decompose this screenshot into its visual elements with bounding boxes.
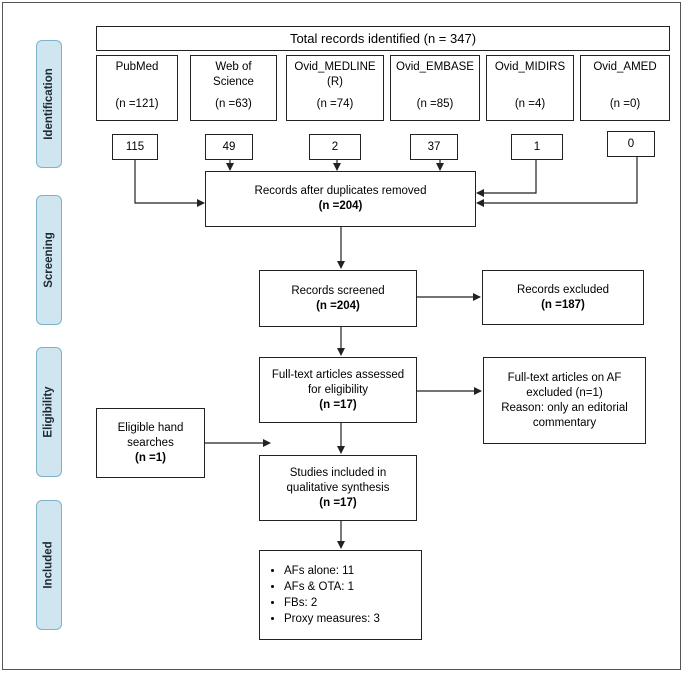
breakdown-box: AFs alone: 11 AFs & OTA: 1 FBs: 2 Proxy … [259,550,422,640]
kept-count-ovid-amed: 0 [607,131,655,157]
source-box-ovid-medline: Ovid_MEDLINE (R) (n =74) [286,55,384,121]
hand-search-label: Eligible hand [117,421,184,434]
source-name: Ovid_MIDIRS [494,61,566,73]
kept-count-pubmed: 115 [112,134,158,160]
kept-value: 0 [627,137,635,150]
stage-included: Included [36,500,62,630]
kept-value: 115 [125,140,145,153]
source-count: (n =63) [215,98,252,110]
source-count: (n =4) [514,98,546,110]
source-name: Ovid_AMED [593,61,657,73]
hand-search-box: Eligible hand searches (n =1) [96,408,205,478]
fulltext-excluded-label: excluded (n=1) [526,386,603,399]
kept-value: 2 [331,140,339,153]
total-label: Total records identified (n = 347) [289,31,477,46]
included-label: qualitative synthesis [286,481,390,494]
source-name: PubMed [115,61,159,73]
fulltext-excluded-reason: commentary [532,416,597,429]
breakdown-item: AFs & OTA: 1 [284,580,380,595]
source-box-ovid-embase: Ovid_EMBASE (n =85) [390,55,480,121]
fulltext-label: for eligibility [307,383,369,396]
fulltext-excluded-label: Full-text articles on AF [507,371,622,384]
breakdown-list: AFs alone: 11 AFs & OTA: 1 FBs: 2 Proxy … [270,563,380,628]
fulltext-box: Full-text articles assessed for eligibil… [259,357,417,423]
excluded-count: (n =187) [541,298,585,311]
kept-value: 49 [222,140,236,153]
stage-screening: Screening [36,195,62,325]
source-box-ovid-amed: Ovid_AMED (n =0) [580,55,670,121]
kept-count-web-of-science: 49 [205,134,253,160]
source-count: (n =0) [609,98,641,110]
source-box-ovid-midirs: Ovid_MIDIRS (n =4) [486,55,574,121]
source-count: (n =121) [115,98,159,110]
included-count: (n =17) [319,496,357,509]
screened-label: Records screened [291,284,385,297]
kept-value: 1 [533,140,541,153]
fulltext-count: (n =17) [319,398,357,411]
dedup-count: (n =204) [318,200,363,212]
stage-eligibility: Eligibility [36,347,62,477]
breakdown-item: Proxy measures: 3 [284,612,380,627]
screened-count: (n =204) [316,299,360,312]
hand-search-label: searches [127,436,174,449]
hand-search-count: (n =1) [135,451,166,464]
screened-box: Records screened (n =204) [259,270,417,327]
stage-identification: Identification [36,40,62,168]
source-count: (n =74) [316,98,354,110]
kept-count-ovid-medline: 2 [309,134,361,160]
fulltext-excluded-box: Full-text articles on AF excluded (n=1) … [483,357,646,444]
source-box-web-of-science: Web of Science (n =63) [190,55,277,121]
excluded-box: Records excluded (n =187) [482,270,644,325]
breakdown-item: FBs: 2 [284,596,380,611]
included-label: Studies included in [289,466,387,479]
breakdown-item: AFs alone: 11 [284,564,380,579]
source-name: Ovid_EMBASE [396,61,474,73]
kept-count-ovid-midirs: 1 [511,134,563,160]
source-count: (n =85) [416,98,454,110]
kept-value: 37 [427,140,441,153]
source-box-pubmed: PubMed (n =121) [96,55,178,121]
excluded-label: Records excluded [516,283,610,296]
dedup-box: Records after duplicates removed (n =204… [205,171,476,227]
fulltext-excluded-reason: Reason: only an editorial [501,401,628,414]
dedup-label: Records after duplicates removed [254,185,427,197]
source-name: Web of Science [213,61,254,88]
included-box: Studies included in qualitative synthesi… [259,455,417,521]
fulltext-label: Full-text articles assessed [271,368,405,381]
total-records-box: Total records identified (n = 347) [96,26,670,51]
source-name: Ovid_MEDLINE (R) [294,61,376,88]
kept-count-ovid-embase: 37 [410,134,458,160]
